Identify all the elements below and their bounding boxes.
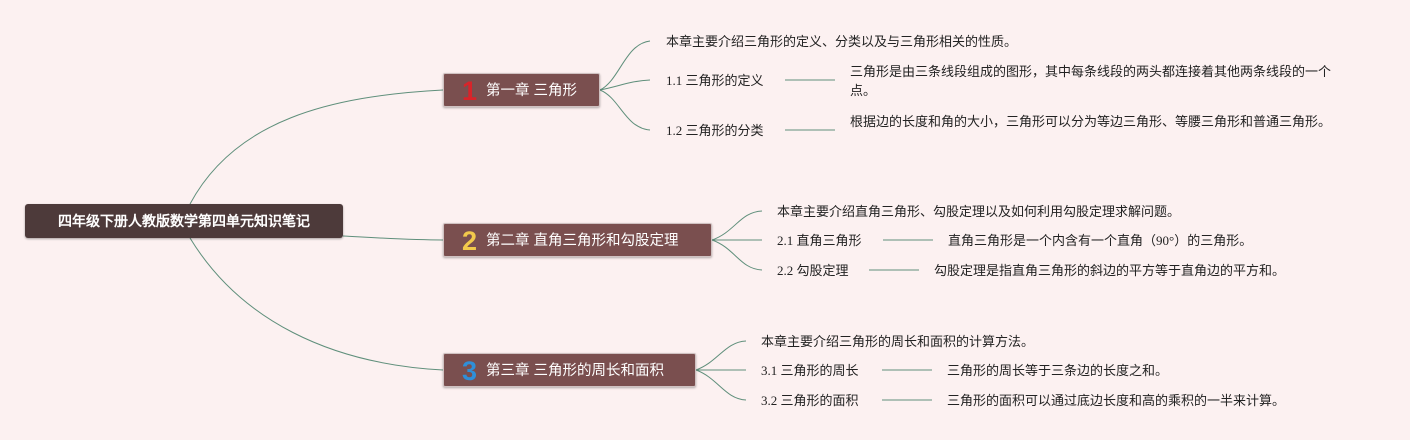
connector-root-ch2 [342, 235, 444, 241]
chapter-3-intro: 本章主要介绍三角形的周长和面积的计算方法。 [761, 334, 1035, 349]
connector-ch1-s1 [599, 79, 651, 91]
section-1-2-desc: 根据边的长度和角的大小，三角形可以分为等边三角形、等腰三角形和普通三角形。 [850, 114, 1332, 129]
section-3-2-label[interactable]: 3.2 三角形的面积 [761, 393, 859, 408]
connector-ch1-intro [599, 40, 651, 91]
chapter-1-node[interactable]: 1 第一章 三角形 [443, 73, 600, 107]
chapter-2-title: 第二章 直角三角形和勾股定理 [486, 233, 679, 249]
connector-root-ch3 [189, 237, 444, 371]
chapter-2-number-icon: 2 [462, 226, 478, 256]
connector-ch2-s2 [711, 239, 763, 271]
connector-ch3-s2 [695, 369, 747, 401]
chapter-3-title: 第三章 三角形的周长和面积 [486, 363, 665, 379]
section-1-1-label[interactable]: 1.1 三角形的定义 [666, 73, 764, 88]
section-1-2-label[interactable]: 1.2 三角形的分类 [666, 123, 764, 138]
section-3-1-label[interactable]: 3.1 三角形的周长 [761, 363, 859, 378]
chapter-1-intro: 本章主要介绍三角形的定义、分类以及与三角形相关的性质。 [666, 34, 1018, 49]
chapter-2-intro: 本章主要介绍直角三角形、勾股定理以及如何利用勾股定理求解问题。 [777, 204, 1181, 219]
connector-root-ch1 [189, 89, 444, 205]
section-3-1-desc: 三角形的周长等于三条边的长度之和。 [947, 363, 1169, 378]
section-3-2-desc: 三角形的面积可以通过底边长度和高的乘积的一半来计算。 [947, 393, 1286, 408]
chapter-1-number-icon: 1 [462, 76, 478, 106]
connector-ch2-intro [711, 210, 763, 241]
root-topic[interactable]: 四年级下册人教版数学第四单元知识笔记 [25, 204, 343, 238]
chapter-1-title: 第一章 三角形 [486, 83, 578, 99]
chapter-3-node[interactable]: 3 第三章 三角形的周长和面积 [443, 353, 696, 387]
section-2-1-label[interactable]: 2.1 直角三角形 [777, 233, 862, 248]
section-2-2-desc: 勾股定理是指直角三角形的斜边的平方等于直角边的平方和。 [934, 263, 1286, 278]
section-2-1-desc: 直角三角形是一个内含有一个直角（90°）的三角形。 [948, 233, 1253, 248]
connector-ch3-intro [695, 340, 747, 371]
chapter-2-node[interactable]: 2 第二章 直角三角形和勾股定理 [443, 223, 712, 257]
connector-ch1-s2 [599, 89, 651, 131]
section-2-2-label[interactable]: 2.2 勾股定理 [777, 263, 849, 278]
chapter-3-number-icon: 3 [462, 356, 478, 386]
section-1-1-desc: 三角形是由三条线段组成的图形，其中每条线段的两头都连接着其他两条线段的一个点。 [850, 64, 1332, 98]
